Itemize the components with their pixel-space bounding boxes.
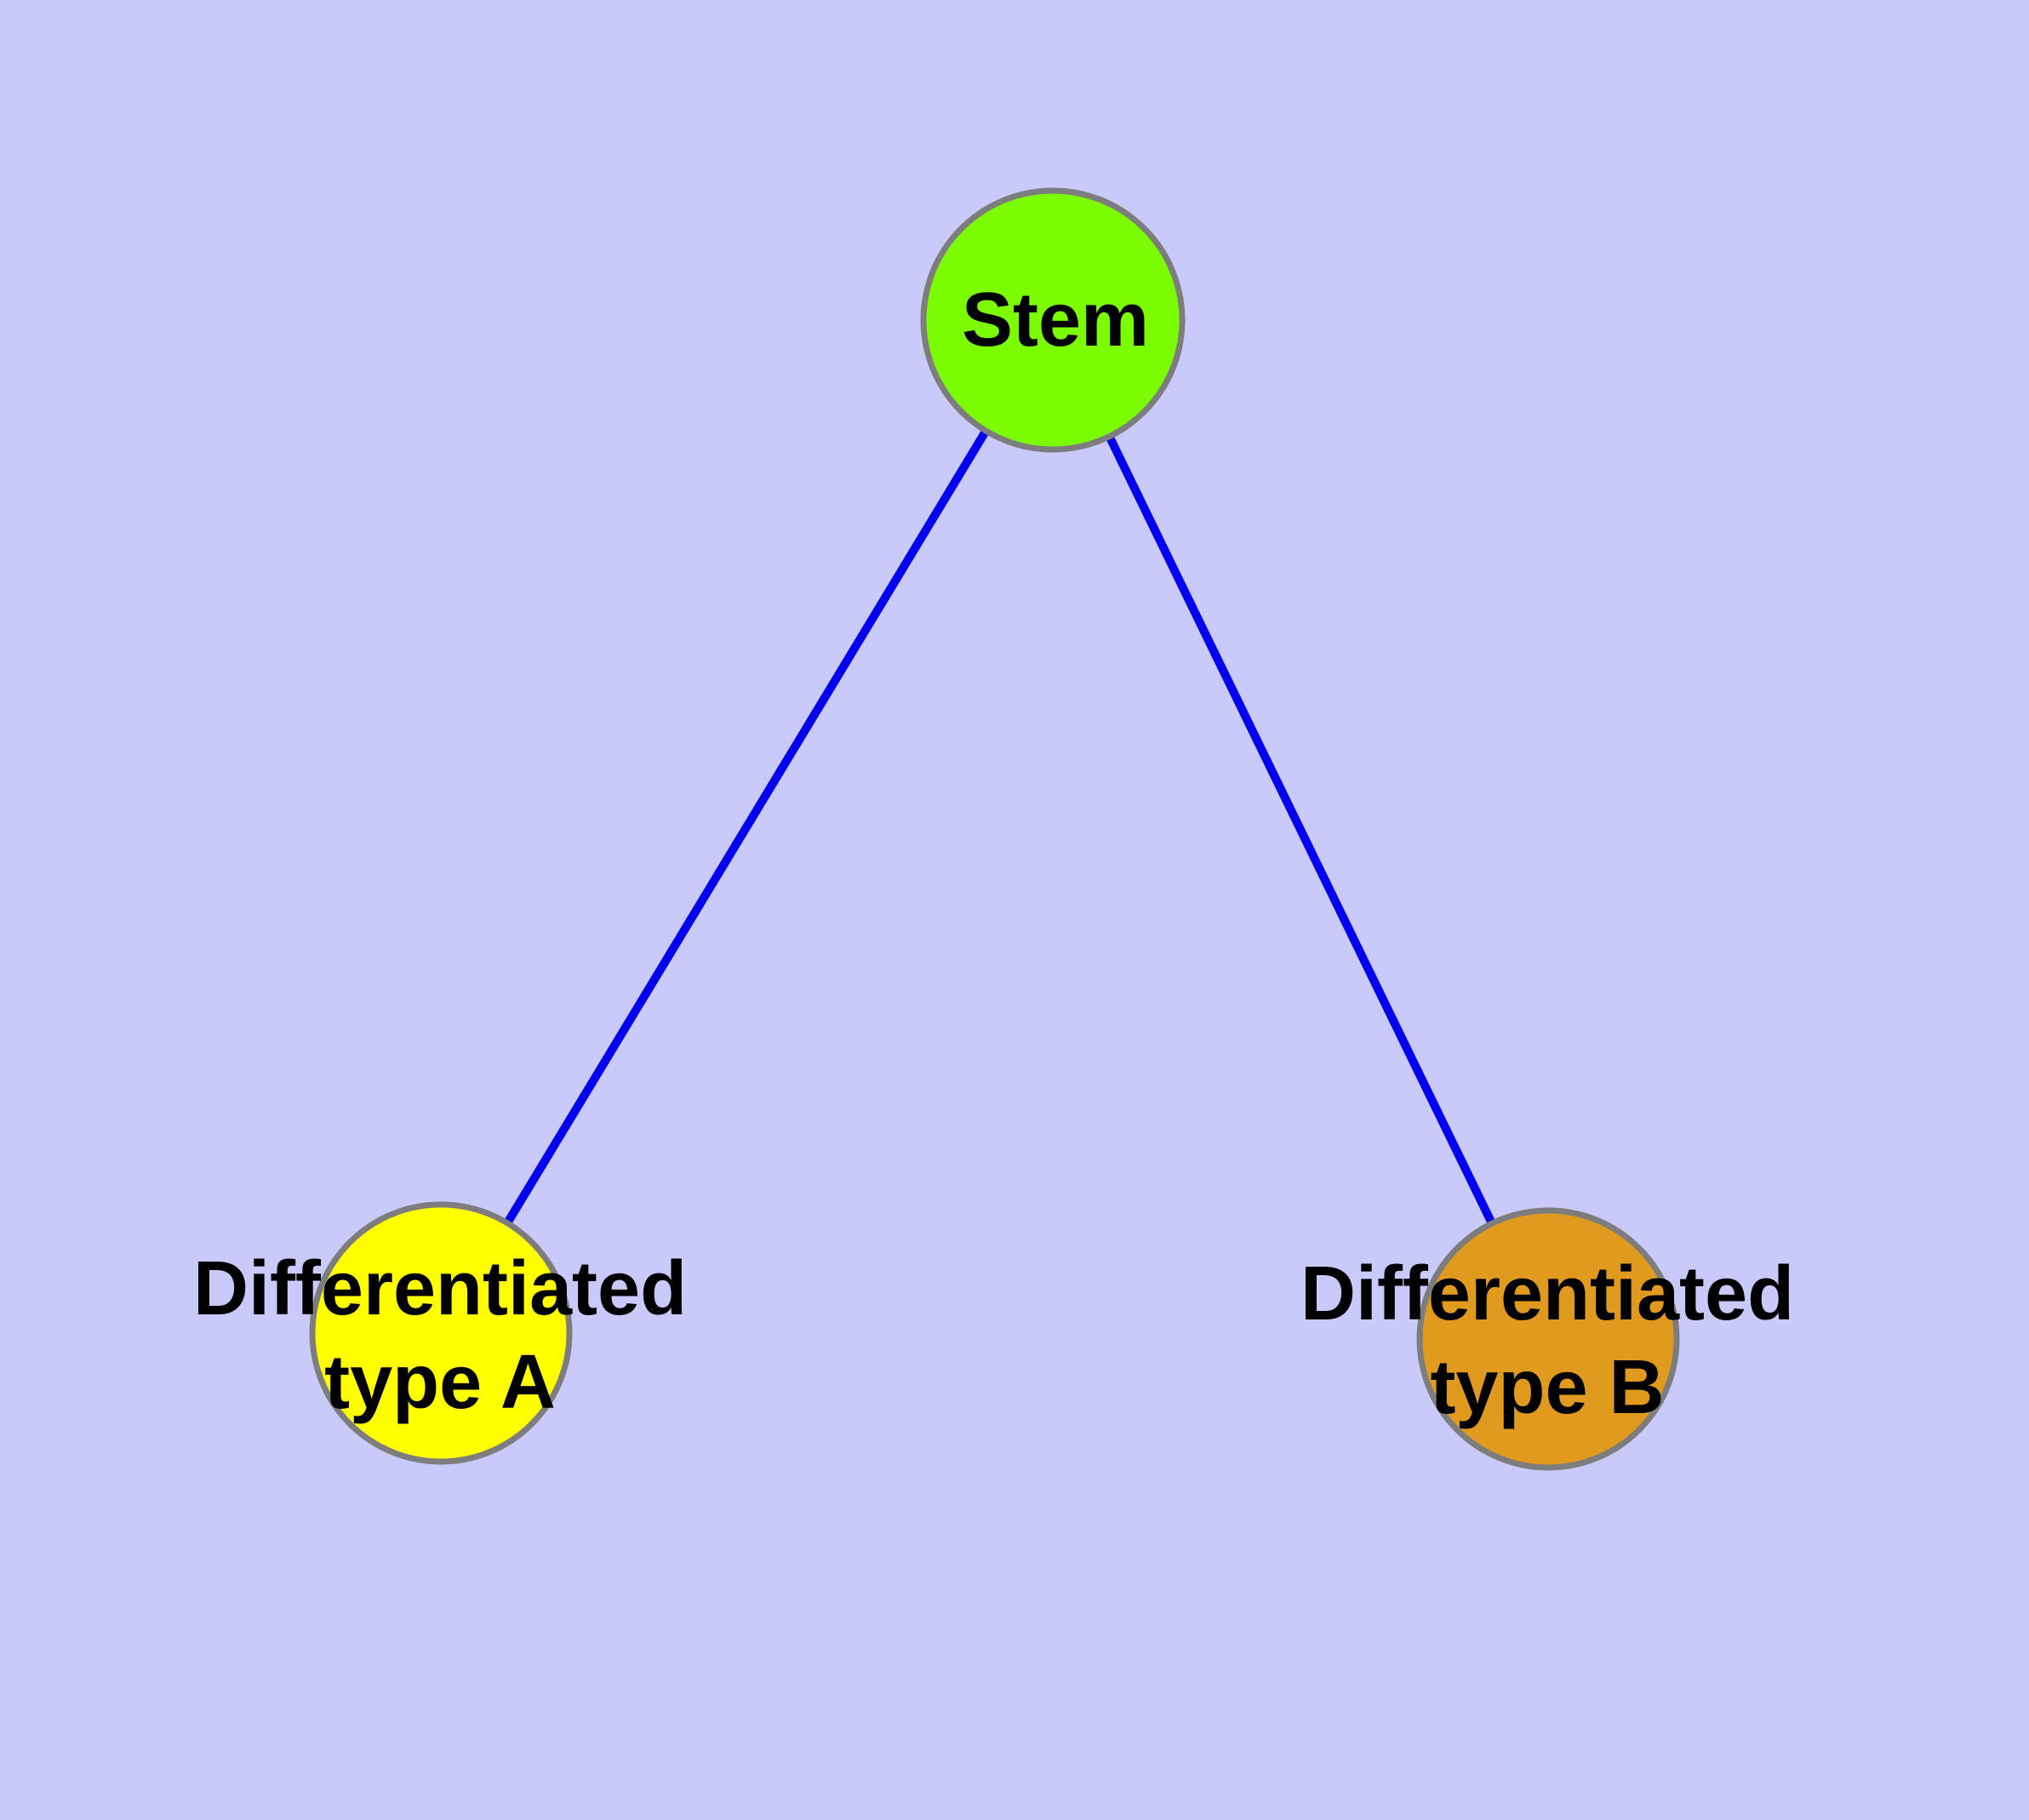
differentiated-type-b-node-circle <box>1416 1207 1680 1471</box>
differentiated-type-b-node-label: Differentiated type B <box>1300 1247 1794 1434</box>
stem-node-circle <box>920 187 1186 453</box>
differentiated-type-a-node-label: Differentiated type A <box>193 1242 687 1429</box>
label-line: Differentiated <box>192 1246 688 1331</box>
edge-stem-to-type-b <box>1049 318 1552 1342</box>
stem-node-label: Stem <box>962 273 1149 367</box>
label-line: Stem <box>961 278 1150 363</box>
differentiated-type-a-node-circle <box>309 1201 573 1465</box>
label-line: type A <box>324 1340 556 1425</box>
label-line: type B <box>1430 1345 1665 1430</box>
label-line: Differentiated <box>1300 1251 1795 1336</box>
edge-stem-to-type-a <box>437 318 1057 1336</box>
